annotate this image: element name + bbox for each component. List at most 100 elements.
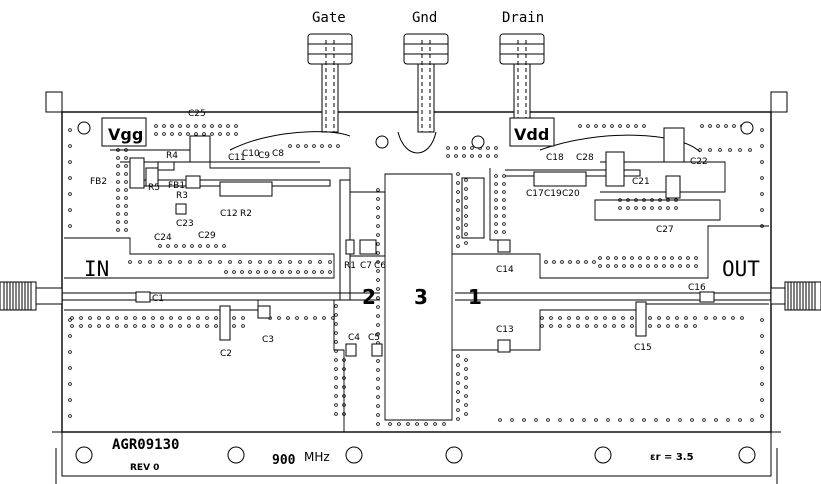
via [558, 418, 562, 422]
label-c19: C19 [544, 189, 562, 199]
via [320, 270, 324, 274]
via [68, 334, 72, 338]
via [558, 316, 562, 320]
via [502, 230, 506, 234]
via-array [68, 124, 764, 426]
via [584, 260, 588, 264]
via [376, 422, 380, 426]
part-number: AGR09130 [112, 437, 179, 453]
via [334, 322, 338, 326]
via [218, 260, 222, 264]
label-c20: C20 [562, 189, 580, 199]
label-c24: C24 [154, 233, 172, 243]
via [686, 264, 690, 268]
via [226, 132, 230, 136]
via [646, 264, 650, 268]
via [666, 418, 670, 422]
via [494, 182, 498, 186]
via [328, 270, 332, 274]
via [424, 422, 428, 426]
via [614, 264, 618, 268]
label-r3: R3 [176, 191, 188, 201]
via [328, 144, 332, 148]
input-port-label: IN [84, 257, 109, 281]
via [594, 418, 598, 422]
via [334, 313, 338, 317]
via [494, 190, 498, 194]
via [634, 206, 638, 210]
via [654, 418, 658, 422]
via [494, 230, 498, 234]
via [606, 256, 610, 260]
via [456, 226, 460, 230]
via [576, 260, 580, 264]
via [194, 124, 198, 128]
via [334, 331, 338, 335]
via [464, 403, 468, 407]
via [634, 124, 638, 128]
label-c3: C3 [262, 335, 274, 345]
via [376, 251, 380, 255]
via [186, 124, 190, 128]
via [585, 324, 589, 328]
via [630, 324, 634, 328]
via [486, 154, 490, 158]
via [708, 148, 712, 152]
via [241, 316, 245, 320]
via [630, 418, 634, 422]
via [494, 154, 498, 158]
via [342, 367, 346, 371]
via [576, 316, 580, 320]
via [376, 332, 380, 336]
copper-regions [64, 149, 769, 432]
vdd-label: Vdd [514, 125, 549, 144]
via [650, 198, 654, 202]
via [154, 124, 158, 128]
via [376, 197, 380, 201]
via [228, 260, 232, 264]
via [704, 316, 708, 320]
via [331, 316, 335, 320]
sma-threads [3, 282, 32, 310]
via [169, 316, 173, 320]
via [158, 260, 162, 264]
via [454, 154, 458, 158]
via [666, 198, 670, 202]
via [630, 264, 634, 268]
via [456, 217, 460, 221]
via [334, 340, 338, 344]
via [334, 376, 338, 380]
via [494, 198, 498, 202]
via [320, 144, 324, 148]
via [760, 318, 764, 322]
via [115, 324, 119, 328]
via [124, 164, 128, 168]
via [456, 208, 460, 212]
via [494, 214, 498, 218]
via [462, 146, 466, 150]
via [334, 349, 338, 353]
via [760, 208, 764, 212]
via [470, 146, 474, 150]
via [694, 256, 698, 260]
via [376, 260, 380, 264]
via [133, 316, 137, 320]
via [178, 260, 182, 264]
via [464, 178, 468, 182]
via [376, 368, 380, 372]
via [296, 270, 300, 274]
label-c21: C21 [632, 177, 650, 187]
via [546, 418, 550, 422]
via [522, 418, 526, 422]
board-outline [45, 91, 788, 484]
dielectric-label: εr = 3.5 [650, 452, 694, 463]
label-r2: R2 [240, 209, 252, 219]
via [342, 394, 346, 398]
via [603, 324, 607, 328]
via [151, 316, 155, 320]
via [456, 390, 460, 394]
via [334, 358, 338, 362]
via [464, 241, 468, 245]
via [464, 232, 468, 236]
